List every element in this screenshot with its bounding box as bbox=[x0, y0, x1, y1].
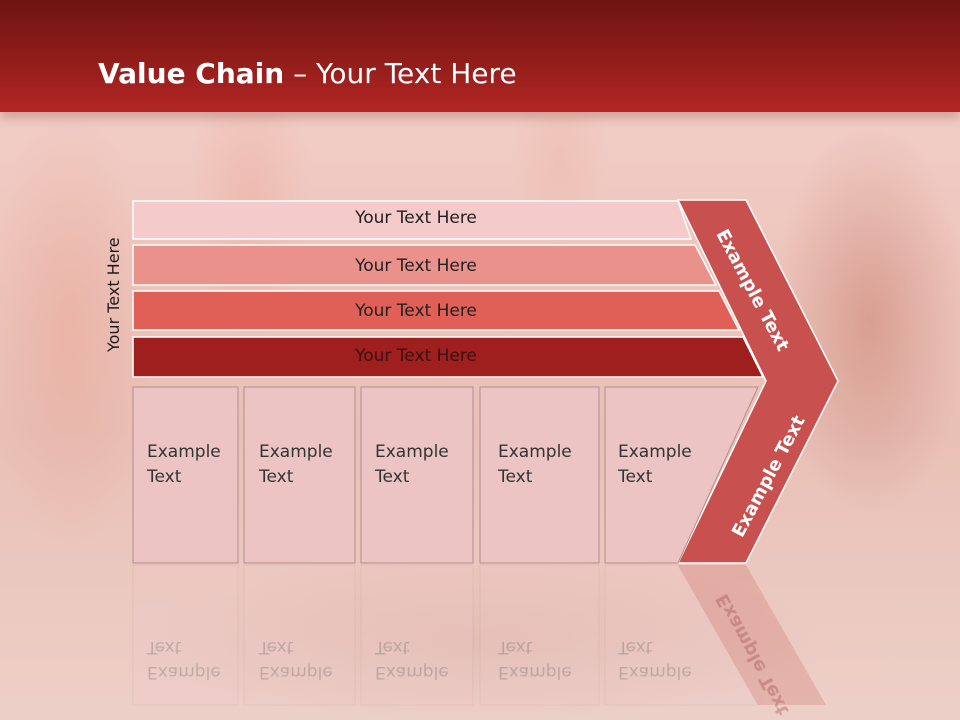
title-bar bbox=[0, 0, 960, 112]
cell-4-reflection bbox=[479, 564, 600, 706]
cell-4-shape bbox=[479, 386, 600, 564]
cell-2-shape bbox=[243, 386, 356, 564]
cell-2-reflection bbox=[243, 564, 356, 706]
reflection-group bbox=[132, 564, 826, 706]
cell-3-shape bbox=[360, 386, 474, 564]
cell-3-reflection bbox=[360, 564, 474, 706]
title-bold: Value Chain bbox=[98, 57, 285, 90]
cell-1-reflection-text: Example Text bbox=[147, 637, 221, 682]
bar-1-shape bbox=[132, 200, 693, 240]
cell-1-shape bbox=[132, 386, 239, 564]
bar-1-label: Your Text Here bbox=[355, 208, 477, 228]
cell-2-text: Example Text bbox=[259, 442, 333, 487]
cell-4-reflection-text: Example Text bbox=[498, 637, 572, 682]
bar-2-shape bbox=[132, 244, 718, 286]
bar-4-shape bbox=[132, 336, 765, 378]
bar-4-label: Your Text Here bbox=[355, 346, 477, 366]
cell-3-text: Example Text bbox=[375, 442, 449, 487]
cell-5-text: Example Text bbox=[618, 442, 692, 487]
chevron-arrow bbox=[676, 199, 839, 564]
chevron-reflection bbox=[678, 565, 826, 705]
cell-5-reflection-text: Example Text bbox=[618, 637, 692, 682]
cell-1-text: Example Text bbox=[147, 442, 221, 487]
cell-1-reflection bbox=[132, 564, 239, 706]
title-rest: – Your Text Here bbox=[284, 57, 517, 90]
cell-3-reflection-text: Example Text bbox=[375, 637, 449, 682]
cell-4-text: Example Text bbox=[498, 442, 572, 487]
cell-2-reflection-text: Example Text bbox=[259, 637, 333, 682]
bar-3-label: Your Text Here bbox=[355, 301, 477, 321]
cell-5-reflection bbox=[604, 564, 759, 706]
bar-2-label: Your Text Here bbox=[355, 256, 477, 276]
bar-3-shape bbox=[132, 290, 741, 331]
slide-title: Value Chain – Your Text Here bbox=[98, 54, 517, 94]
cell-5-shape bbox=[604, 386, 759, 564]
